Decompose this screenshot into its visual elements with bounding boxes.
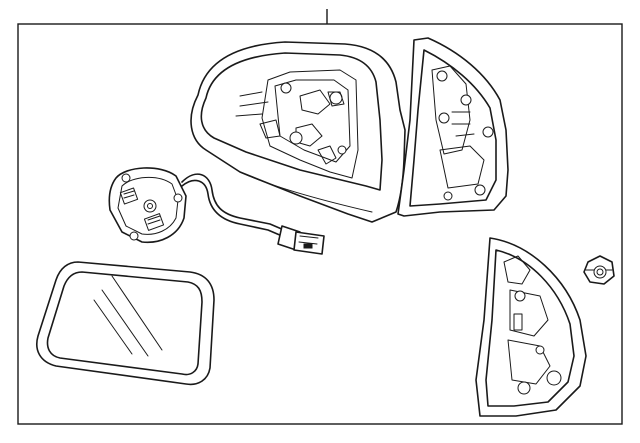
mirror-cover-icon [475, 237, 587, 417]
mirror-housing-icon [190, 37, 509, 223]
mirror-glass-icon [36, 261, 215, 386]
mirror-motor-icon [108, 167, 325, 255]
diagram-frame [17, 23, 623, 425]
hex-nut-icon [583, 255, 615, 285]
